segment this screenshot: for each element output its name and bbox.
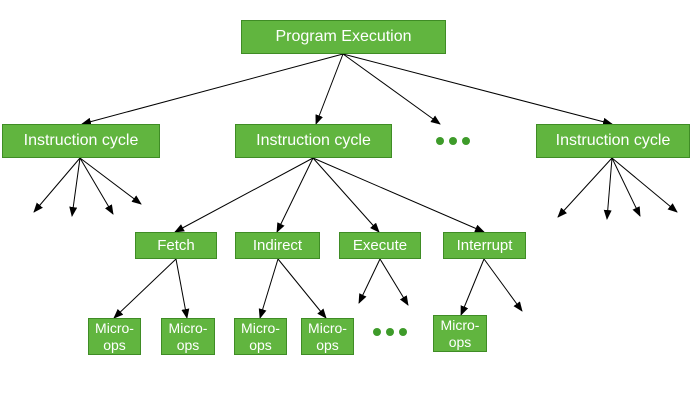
ellipsis-dots-icon	[436, 137, 470, 145]
micro-ops-node: Micro- ops	[88, 318, 141, 355]
micro-ops-line1: Micro-	[440, 316, 480, 333]
dot	[462, 137, 470, 145]
edge	[611, 157, 678, 213]
instruction-cycle-label: Instruction cycle	[555, 132, 671, 149]
edge	[611, 157, 641, 217]
edge	[342, 53, 613, 126]
phase-node-indirect: Indirect	[235, 232, 320, 259]
edge	[358, 258, 381, 304]
dot	[373, 328, 381, 336]
root-label: Program Execution	[275, 28, 412, 45]
micro-ops-line2: ops	[249, 336, 272, 353]
phase-node-fetch: Fetch	[135, 232, 217, 259]
edge	[276, 157, 314, 233]
instruction-cycle-label: Instruction cycle	[23, 132, 139, 149]
phase-node-interrupt: Interrupt	[443, 232, 526, 259]
edge	[603, 157, 613, 220]
dot	[436, 137, 444, 145]
micro-ops-line1: Micro-	[168, 319, 208, 336]
root-node-program-execution: Program Execution	[241, 20, 446, 54]
edge	[315, 53, 344, 125]
edge	[174, 157, 314, 233]
instruction-cycle-node-left: Instruction cycle	[2, 124, 160, 158]
edge	[277, 258, 327, 319]
dot	[399, 328, 407, 336]
phase-label: Interrupt	[456, 237, 513, 254]
phase-label: Execute	[352, 237, 408, 254]
edge	[483, 258, 523, 312]
edge	[81, 53, 344, 126]
edge	[342, 53, 441, 125]
edge	[113, 258, 177, 319]
phase-label: Indirect	[252, 237, 303, 254]
micro-ops-line2: ops	[176, 336, 200, 353]
instruction-cycle-node-middle: Instruction cycle	[235, 124, 392, 158]
micro-ops-line1: Micro-	[95, 319, 134, 336]
micro-ops-node: Micro- ops	[301, 318, 354, 355]
phase-node-execute: Execute	[339, 232, 421, 259]
micro-ops-line2: ops	[316, 336, 339, 353]
edge	[460, 258, 485, 316]
edge	[557, 157, 613, 218]
edge	[69, 157, 81, 217]
dot	[449, 137, 457, 145]
edge	[175, 258, 190, 319]
edge	[312, 157, 485, 233]
instruction-cycle-node-right: Instruction cycle	[536, 124, 690, 158]
phase-label: Fetch	[157, 237, 195, 254]
ellipsis-dots-icon	[373, 328, 407, 336]
edge	[379, 258, 409, 306]
micro-ops-node: Micro- ops	[234, 318, 287, 355]
micro-ops-line1: Micro-	[241, 319, 280, 336]
micro-ops-line1: Micro-	[308, 319, 347, 336]
instruction-cycle-label: Instruction cycle	[256, 132, 371, 149]
edge	[79, 157, 114, 215]
micro-ops-line2: ops	[103, 336, 126, 353]
micro-ops-line2: ops	[448, 333, 472, 350]
edge	[33, 157, 81, 213]
edge	[258, 258, 279, 319]
edge	[79, 157, 142, 205]
dot	[386, 328, 394, 336]
micro-ops-node: Micro- ops	[433, 315, 487, 352]
micro-ops-node: Micro- ops	[161, 318, 215, 355]
edge	[312, 157, 380, 233]
